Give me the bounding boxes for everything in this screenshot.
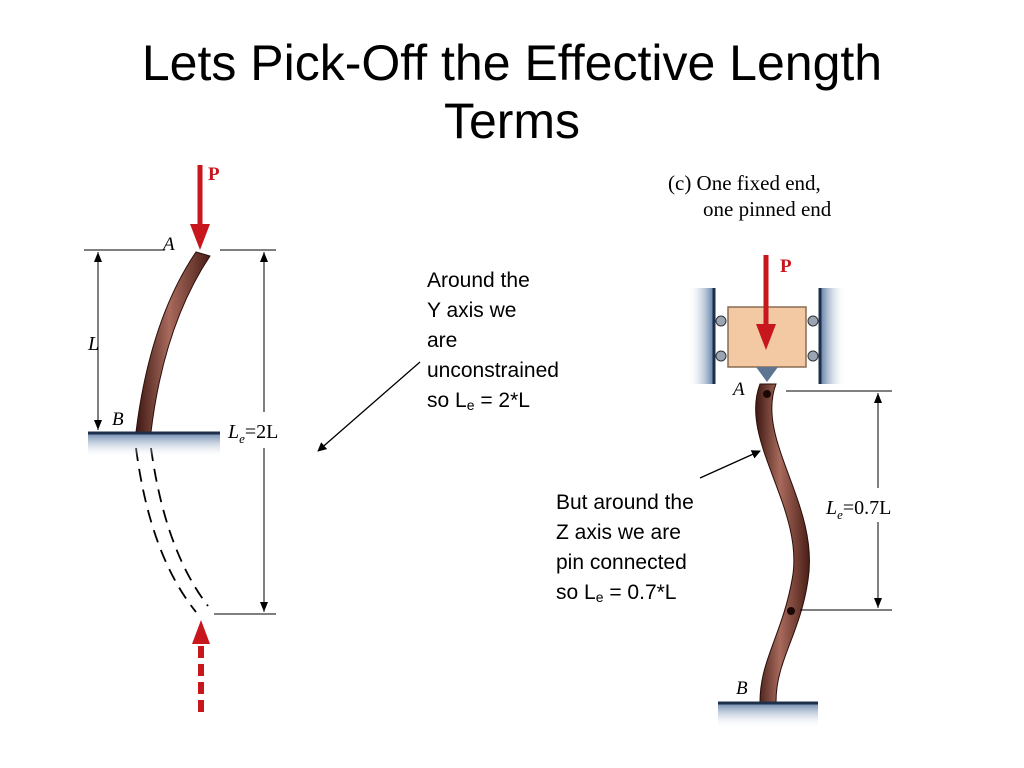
reaction-arrow-left: [192, 620, 210, 712]
pointer-arrow-z: [699, 450, 761, 479]
note-z-line-2: Z axis we are: [556, 521, 681, 544]
effective-length-label-right: Le=0.7L: [825, 497, 891, 522]
note-y-line-4: unconstrained: [427, 359, 559, 382]
dimension-le-right: [786, 390, 892, 611]
column-left: [135, 251, 211, 433]
effective-length-label-left: Le=2L: [227, 421, 278, 446]
dimension-le-left: [214, 249, 276, 615]
note-y-line-5: so Le = 2*L: [427, 389, 530, 413]
note-y-line-2: Y axis we: [427, 299, 517, 322]
point-b-left: B: [112, 409, 124, 430]
caption-right-line2: one pinned end: [703, 197, 832, 221]
slide-title: Lets Pick-Off the Effective Length Terms: [0, 34, 1024, 150]
caption-right-line1: (c) One fixed end,: [668, 171, 821, 195]
pin-dot-top: [763, 390, 771, 398]
note-z-line-1: But around the: [556, 491, 694, 514]
note-z-line-3: pin connected: [556, 551, 687, 574]
dashed-mode-left-inner: [150, 447, 209, 607]
inflection-dot: [787, 607, 795, 615]
load-label-left: P: [208, 164, 220, 185]
pin-wedge: [756, 367, 778, 382]
rollers: [715, 315, 819, 362]
point-a-left: A: [161, 234, 175, 255]
note-y-line-3: are: [427, 329, 458, 352]
point-b-right: B: [736, 678, 748, 699]
note-y-axis: Around the Y axis we are unconstrained s…: [427, 266, 559, 420]
right-figure: (c) One fixed end, one pinned end P: [668, 171, 892, 728]
wall-left: [688, 288, 714, 384]
ground-left: [88, 432, 220, 458]
pointer-arrow-y: [317, 361, 421, 452]
title-line-1: Lets Pick-Off the Effective Length: [141, 35, 883, 91]
ground-right: [718, 702, 818, 728]
point-a-right: A: [731, 379, 745, 400]
dashed-mode-left-outer: [135, 447, 197, 613]
left-figure: P A B L: [84, 164, 278, 712]
note-z-axis: But around the Z axis we are pin connect…: [556, 488, 694, 612]
load-arrow-right: [756, 255, 776, 350]
load-arrow-left: [190, 165, 210, 250]
load-label-right: P: [780, 256, 792, 277]
dimension-l: [84, 249, 165, 430]
wall-right: [820, 288, 846, 384]
column-right: [755, 383, 810, 703]
title-line-2: Terms: [443, 93, 581, 149]
note-y-line-1: Around the: [427, 269, 530, 292]
length-label-l: L: [87, 333, 99, 355]
note-z-line-4: so Le = 0.7*L: [556, 581, 677, 605]
